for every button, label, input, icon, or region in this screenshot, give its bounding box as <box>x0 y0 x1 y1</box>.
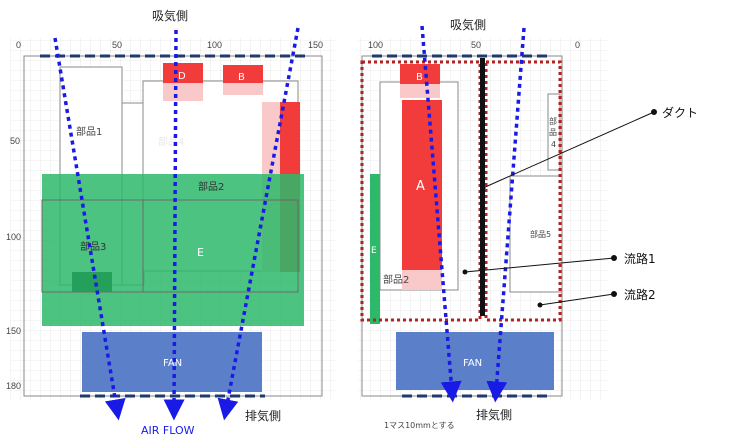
path2-leader-line <box>539 293 615 306</box>
right-x-tick-50: 50 <box>471 40 481 50</box>
left-y-tick-100: 100 <box>6 232 21 242</box>
left-part-b-label: B <box>238 72 245 83</box>
left-airflow-arrow-1 <box>53 37 126 421</box>
left-x-tick-100: 100 <box>207 40 222 50</box>
left-part-e-label: E <box>197 246 204 259</box>
path2-callout-dot <box>611 291 617 297</box>
air-flow-label: AIR FLOW <box>141 424 195 437</box>
right-part-a <box>402 100 442 270</box>
right-fan <box>396 332 554 390</box>
left-x-tick-0: 0 <box>16 40 21 50</box>
scale-note: 1マス10mmとする <box>384 421 455 430</box>
right-airflow-arrow-2 <box>486 27 526 403</box>
right-airflow-arrow-1 <box>420 25 462 403</box>
right-part-b <box>400 64 440 84</box>
right-part4-label-2: 品 <box>549 128 557 137</box>
path2-leader-dot <box>537 302 543 308</box>
right-view: 100 50 0 B A 部品2 E 部 品 4 部品5 FA <box>360 17 698 430</box>
left-part2-label: 部品2 <box>198 180 224 193</box>
left-part-d-shadow <box>163 83 203 101</box>
left-part2-area <box>42 174 304 326</box>
left-view: 0 50 100 150 50 100 150 180 部品1 部品4 D B … <box>6 8 323 437</box>
right-part5-label: 部品5 <box>530 229 551 239</box>
duct-leader-line <box>482 111 655 189</box>
path1-leader-dot <box>462 269 468 275</box>
right-intake-label: 吸気側 <box>450 17 486 32</box>
left-part-e-box <box>142 199 299 293</box>
left-airflow-arrow-3 <box>217 27 300 421</box>
left-part4-label: 部品4 <box>158 135 184 148</box>
right-part4-label-1: 部 <box>549 116 557 126</box>
left-part1-label: 部品1 <box>76 125 102 138</box>
left-part-b-shadow <box>223 83 263 95</box>
right-part2-label: 部品2 <box>383 273 409 286</box>
left-part-b <box>223 65 263 83</box>
left-part-d-label: D <box>178 71 186 82</box>
right-part-e-label: E <box>371 246 377 256</box>
left-part-d <box>163 63 203 83</box>
duct-callout-dot <box>651 109 657 115</box>
right-part4-label-3: 4 <box>551 140 556 149</box>
right-part-a-label: A <box>416 179 425 194</box>
right-x-tick-0: 0 <box>575 40 580 50</box>
left-y-tick-180: 180 <box>6 381 21 391</box>
left-exhaust-label: 排気側 <box>245 408 281 423</box>
right-part-e <box>370 174 380 324</box>
duct-callout-label: ダクト <box>662 105 698 120</box>
left-part3-foot <box>72 272 112 292</box>
left-part3-label: 部品3 <box>80 240 106 253</box>
left-x-tick-150: 150 <box>308 40 323 50</box>
path1-leader-line <box>464 257 615 273</box>
path1-callout-label: 流路1 <box>624 251 656 266</box>
left-x-tick-50: 50 <box>112 40 122 50</box>
duct-leader-dot <box>480 185 486 191</box>
right-part5-box <box>509 175 563 293</box>
right-x-tick-100: 100 <box>368 40 383 50</box>
right-part-a-shadow <box>402 270 442 290</box>
left-fan-label: FAN <box>163 358 182 369</box>
left-y-tick-50: 50 <box>10 136 20 146</box>
right-exhaust-label: 排気側 <box>476 407 512 422</box>
path1-callout-dot <box>611 255 617 261</box>
left-y-tick-150: 150 <box>6 326 21 336</box>
right-fan-label: FAN <box>463 358 482 369</box>
path2-callout-label: 流路2 <box>624 287 656 302</box>
right-part-b-shadow <box>400 84 440 98</box>
right-part-b-label: B <box>416 72 423 83</box>
left-intake-label: 吸気側 <box>152 8 188 23</box>
